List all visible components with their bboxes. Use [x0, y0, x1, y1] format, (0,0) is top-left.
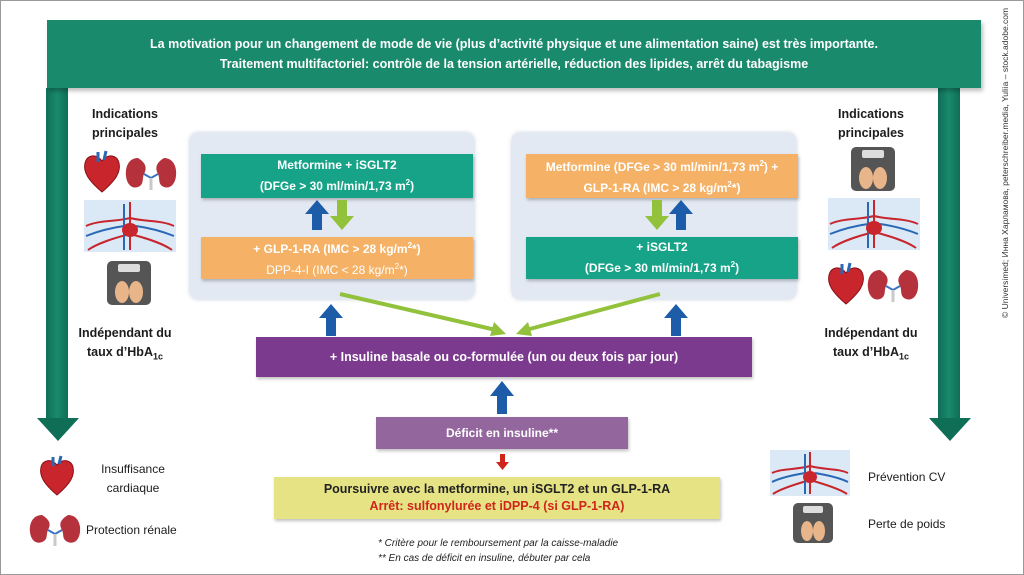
- stop-line: Arrêt: sulfonylurée et iDPP-4 (si GLP-1-…: [369, 499, 625, 513]
- rp-bot-l2-sup: 2: [730, 260, 736, 269]
- lifestyle-banner: La motivation pour un changement de mode…: [47, 20, 981, 88]
- footnote-1: * Critère pour le remboursement par la c…: [378, 538, 619, 549]
- lp-up-arrow: [305, 200, 329, 230]
- metformin-glp1-line-2: GLP-1-RA (IMC > 28 kg/m2*): [583, 176, 740, 197]
- deficit-up-arrow: [490, 381, 514, 414]
- rp-top-l2-suffix: *): [731, 181, 741, 195]
- legend-renal-protection: Protection rénale: [86, 523, 177, 537]
- kidney-icon: [125, 158, 177, 190]
- right-indep-line-2: taux d’HbA1c: [808, 343, 934, 367]
- right-independent-label: Indépendant du taux d’HbA1c: [808, 324, 934, 367]
- scale-icon: [793, 503, 833, 543]
- left-down-arrow: [37, 88, 79, 441]
- deficit-down-arrow: [496, 454, 509, 470]
- insulin-to-right-arrow: [664, 304, 688, 336]
- left-indep-sub: 1c: [152, 351, 163, 362]
- lp-bot-l1-prefix: + GLP-1-RA (IMC > 28 kg/m: [253, 242, 408, 256]
- right-indep-line-1: Indépendant du: [824, 326, 918, 340]
- legend-weight-loss: Perte de poids: [868, 517, 946, 531]
- lp-bot-l1-sup: 2: [407, 241, 413, 250]
- metformin-glp1-box: Metformine (DFGe > 30 ml/min/1,73 m2) + …: [526, 154, 798, 198]
- footnote-2: ** En cas de déficit en insuline, débute…: [378, 553, 591, 564]
- lp-bot-l1-suffix: *): [412, 242, 421, 256]
- insulin-deficit-box: Déficit en insuline**: [376, 417, 628, 449]
- deficit-text: Déficit en insuline**: [445, 425, 559, 440]
- circulation-icon: [828, 198, 920, 250]
- sglt2-add-line-1: + iSGLT2: [636, 240, 688, 254]
- lp-top-l2-suffix: ): [410, 179, 415, 193]
- kidney-icon: [29, 515, 81, 546]
- insulin-text: + Insuline basale ou co-formulée (un ou …: [329, 349, 679, 364]
- glp1-line: + GLP-1-RA (IMC > 28 kg/m2*): [253, 237, 420, 258]
- rp-top-l2-prefix: GLP-1-RA (IMC > 28 kg/m: [583, 181, 728, 195]
- lp-bot-l2-prefix: DPP-4-I (IMC < 28 kg/m: [266, 263, 395, 277]
- heart-icon: [40, 455, 74, 496]
- circulation-icon: [84, 200, 176, 252]
- legend-heart-failure: Insuffisance cardiaque: [88, 460, 178, 498]
- left-indications-title: Indications principales: [70, 105, 180, 143]
- rp-top-l1-prefix: Metformine (DFGe > 30 ml/min/1,73 m: [545, 160, 760, 174]
- lp-bot-l2-suffix: *): [399, 263, 408, 277]
- left-title-line-2: principales: [92, 126, 158, 140]
- rp-top-l1-suffix: ) +: [763, 160, 779, 174]
- left-title-line-1: Indications: [92, 107, 158, 121]
- metformin-sglt2-box: Metformine + iSGLT2 (DFGe > 30 ml/min/1,…: [201, 154, 473, 198]
- left-indep-prefix: taux d’HbA: [87, 345, 153, 359]
- continue-treatment-box: Poursuivre avec la metformine, un iSGLT2…: [274, 477, 720, 519]
- metformin-sglt2-line-1: Metformine + iSGLT2: [277, 158, 397, 172]
- metformin-sglt2-line-2: (DFGe > 30 ml/min/1,73 m2): [260, 174, 414, 195]
- heart-icon: [828, 262, 864, 305]
- left-indep-line-2: taux d’HbA1c: [62, 343, 188, 367]
- insulin-to-left-arrow: [319, 304, 343, 336]
- dpp4-line: DPP-4-I (IMC < 28 kg/m2*): [266, 258, 408, 279]
- image-credit: © Universimed; Инна Харламова, peterschr…: [1000, 7, 1010, 318]
- circulation-icon: [770, 450, 850, 496]
- banner-line-1: La motivation pour un changement de mode…: [150, 37, 878, 51]
- right-indications-title: Indications principales: [816, 105, 926, 143]
- glp1-dpp4-box: + GLP-1-RA (IMC > 28 kg/m2*) DPP-4-I (IM…: [201, 237, 473, 279]
- rp-down-arrow: [645, 200, 669, 230]
- legend-hf-line-1: Insuffisance: [101, 462, 165, 476]
- rp-up-arrow: [669, 200, 693, 230]
- sglt2-add-box: + iSGLT2 (DFGe > 30 ml/min/1,73 m2): [526, 237, 798, 279]
- rp-top-l2-sup: 2: [727, 180, 732, 189]
- rp-bot-l2-suffix: ): [735, 261, 740, 275]
- kidney-icon: [867, 270, 919, 302]
- lp-down-arrow: [330, 200, 354, 230]
- scale-icon: [851, 147, 895, 191]
- continue-line-1: Poursuivre avec la metformine, un iSGLT2…: [323, 482, 671, 496]
- legend-cv-prevention: Prévention CV: [868, 470, 946, 484]
- insulin-box: + Insuline basale ou co-formulée (un ou …: [256, 337, 752, 377]
- right-indep-prefix: taux d’HbA: [833, 345, 899, 359]
- left-independent-label: Indépendant du taux d’HbA1c: [62, 324, 188, 367]
- right-indep-sub: 1c: [898, 351, 909, 362]
- banner-line-2: Traitement multifactoriel: contrôle de l…: [219, 57, 809, 71]
- lp-top-l2-sup: 2: [405, 178, 411, 187]
- right-down-arrow: [929, 88, 971, 441]
- rp-top-l1-sup: 2: [759, 159, 764, 168]
- lp-bot-l2-sup: 2: [394, 262, 400, 271]
- right-title-line-2: principales: [838, 126, 904, 140]
- scale-icon: [107, 261, 151, 305]
- metformin-glp1-line-1: Metformine (DFGe > 30 ml/min/1,73 m2) +: [546, 155, 779, 176]
- rp-bot-l2-prefix: (DFGe > 30 ml/min/1,73 m: [584, 261, 731, 275]
- left-indep-line-1: Indépendant du: [78, 326, 172, 340]
- sglt2-add-line-2: (DFGe > 30 ml/min/1,73 m2): [585, 256, 739, 277]
- lp-top-l2-prefix: (DFGe > 30 ml/min/1,73 m: [259, 179, 406, 193]
- heart-icon: [84, 150, 120, 193]
- legend-hf-line-2: cardiaque: [106, 481, 160, 495]
- right-title-line-1: Indications: [838, 107, 904, 121]
